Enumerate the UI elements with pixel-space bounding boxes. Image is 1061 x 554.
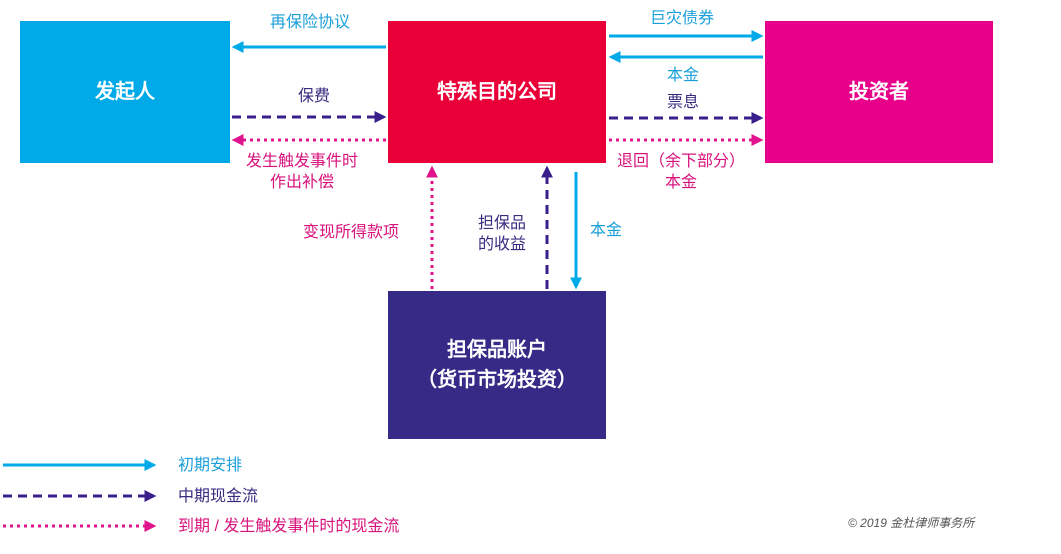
- spv-box: 特殊目的公司: [388, 21, 606, 163]
- spv-label: 特殊目的公司: [437, 81, 557, 103]
- cat-bond-label: 巨灾债券: [650, 10, 715, 27]
- legend-maturity-label: 到期 / 发生触发事件时的现金流: [178, 518, 400, 535]
- principal-top-label: 本金: [667, 67, 700, 84]
- collateral-income-label-line2: 的收益: [478, 236, 527, 253]
- liquidation-label: 变现所得款项: [303, 224, 400, 241]
- compensation-label-line1: 发生触发事件时: [246, 153, 359, 170]
- collateral-account-box: 担保品账户 （货币市场投资）: [388, 291, 606, 439]
- investor-label: 投资者: [849, 81, 909, 103]
- legend-initial-label: 初期安排: [178, 457, 243, 474]
- legend-interim-label: 中期现金流: [178, 488, 259, 505]
- premium-label: 保费: [298, 88, 331, 105]
- reinsurance-label: 再保险协议: [270, 14, 351, 31]
- collateral-label-line1: 担保品账户: [447, 339, 547, 361]
- sponsor-box: 发起人: [20, 21, 230, 163]
- return-principal-label: 退回（余下部分） 本金: [617, 151, 745, 193]
- investor-box: 投资者: [765, 21, 993, 163]
- return-principal-label-line1: 退回（余下部分）: [617, 153, 746, 170]
- compensation-label: 发生触发事件时 作出补偿: [246, 151, 358, 193]
- return-principal-label-line2: 本金: [665, 174, 698, 191]
- coupon-label: 票息: [667, 94, 700, 111]
- copyright-notice: © 2019 金杜律师事务所: [848, 516, 975, 530]
- compensation-label-line2: 作出补偿: [270, 174, 335, 191]
- collateral-income-label: 担保品 的收益: [478, 213, 526, 255]
- collateral-income-label-line1: 担保品: [478, 215, 527, 232]
- principal-down-label: 本金: [590, 222, 623, 239]
- sponsor-label: 发起人: [95, 81, 155, 103]
- collateral-label-line2: （货币市场投资）: [417, 369, 577, 391]
